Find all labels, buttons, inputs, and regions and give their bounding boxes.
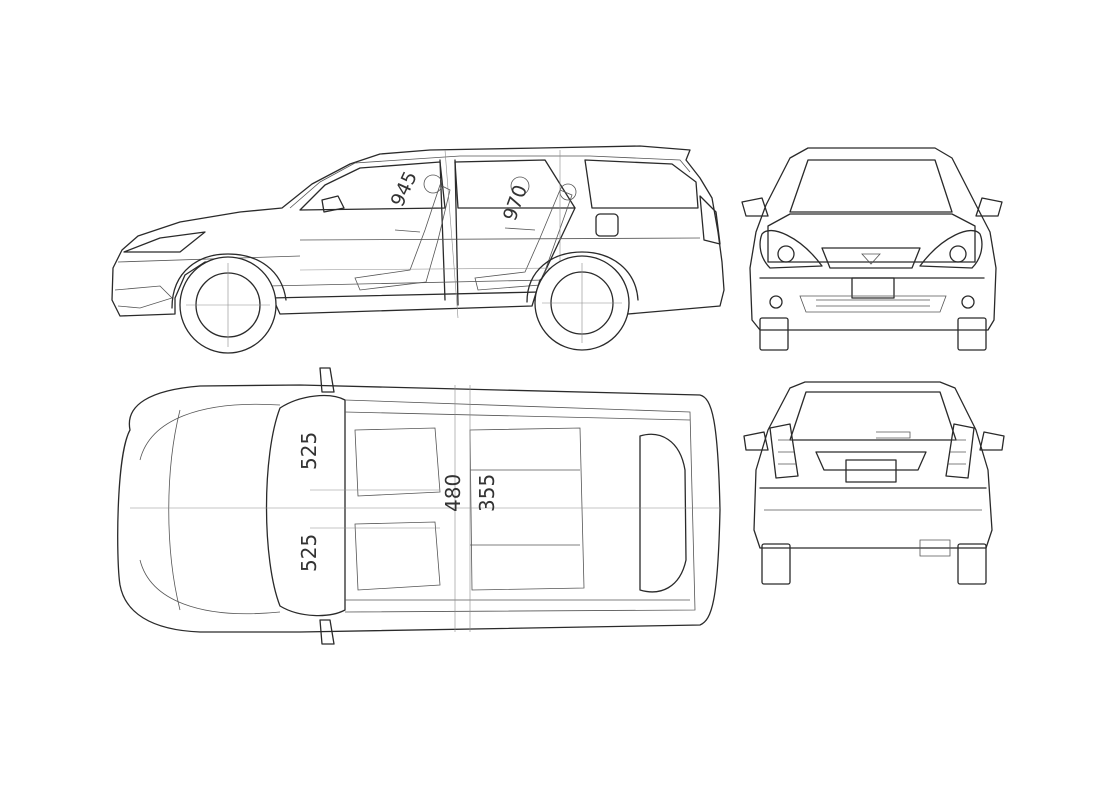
side-view: 945 970 — [111, 145, 725, 354]
front-mirror-right — [975, 197, 1003, 217]
rear-mirror-right — [979, 431, 1005, 451]
top-rear-seat — [469, 427, 585, 591]
front-window — [299, 161, 446, 211]
dimension-525-upper: 525 — [297, 432, 321, 470]
front-mirror-left — [741, 197, 769, 217]
front-headlight-right — [919, 229, 983, 269]
dimension-945: 945 — [387, 168, 422, 210]
top-mirror-right — [319, 619, 335, 645]
rear-view-tire-right — [957, 543, 987, 585]
front-headlight-left — [759, 229, 823, 269]
rear-view-tire-left — [761, 543, 791, 585]
dimension-970: 970 — [499, 182, 532, 224]
dimension-480: 480 — [441, 474, 465, 512]
front-body-outline — [749, 147, 997, 331]
rear-mirror-left — [743, 431, 769, 451]
front-view-tire-left — [759, 317, 789, 351]
tail-light-right — [945, 423, 975, 479]
front-license-plate — [851, 277, 895, 299]
rear-body-outline — [753, 381, 993, 549]
front-view-tire-right — [957, 317, 987, 351]
windshield — [789, 159, 953, 213]
top-body-outline — [117, 384, 721, 633]
tail-light-left — [769, 423, 799, 479]
fuel-door — [595, 213, 619, 237]
top-front-seat-left — [354, 427, 441, 497]
front-grille — [821, 247, 921, 269]
top-windshield — [265, 394, 346, 617]
rear-windshield — [789, 391, 957, 441]
front-seat — [354, 184, 451, 291]
tail-light — [699, 195, 721, 245]
top-front-seat-right — [354, 521, 441, 591]
rear-license-plate — [845, 459, 897, 483]
top-rear-glass — [639, 433, 687, 593]
dimension-525-lower: 525 — [297, 534, 321, 572]
top-mirror-left — [319, 367, 335, 393]
top-view: 525 525 480 355 — [117, 367, 721, 645]
hood — [767, 213, 976, 263]
rear-seat — [474, 189, 573, 291]
rear-view — [743, 381, 1005, 585]
front-view — [741, 147, 1003, 351]
cargo-window — [584, 159, 699, 209]
headlight — [123, 231, 206, 253]
dimension-355: 355 — [475, 474, 499, 512]
side-mirror — [321, 195, 345, 213]
